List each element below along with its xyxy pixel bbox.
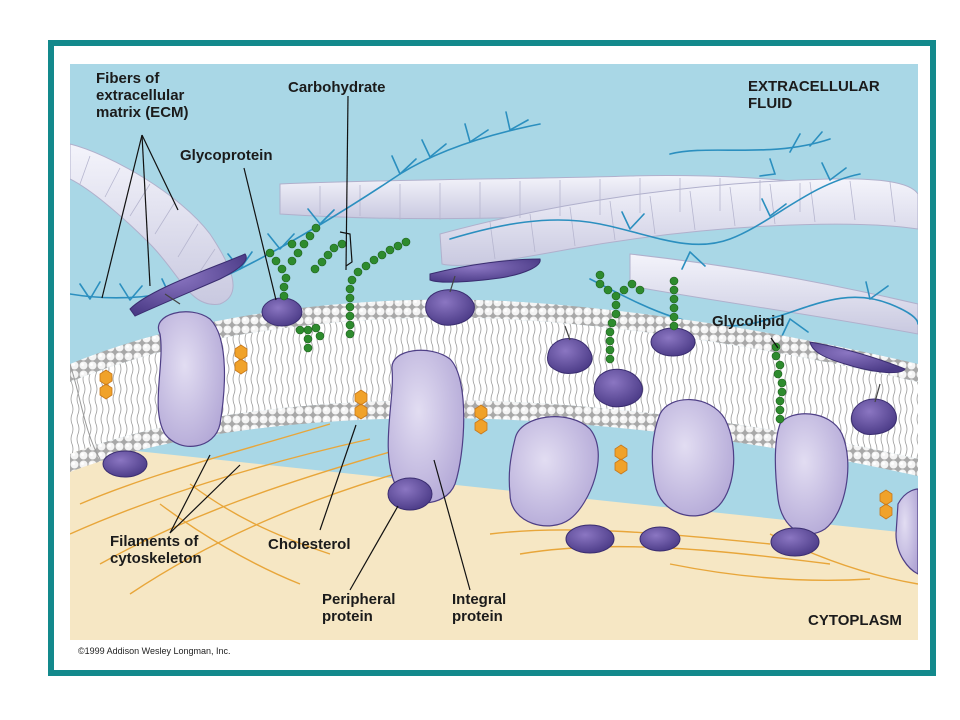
hydrophobic-core xyxy=(70,317,918,459)
cytoplasm-region xyxy=(70,444,918,640)
cholesterol-molecules xyxy=(99,344,893,520)
inner-leaflet xyxy=(70,400,918,476)
copyright-notice: ©1999 Addison Wesley Longman, Inc. xyxy=(78,646,231,656)
peripheral-proteins xyxy=(102,253,906,557)
cell-membrane-illustration xyxy=(70,64,918,640)
